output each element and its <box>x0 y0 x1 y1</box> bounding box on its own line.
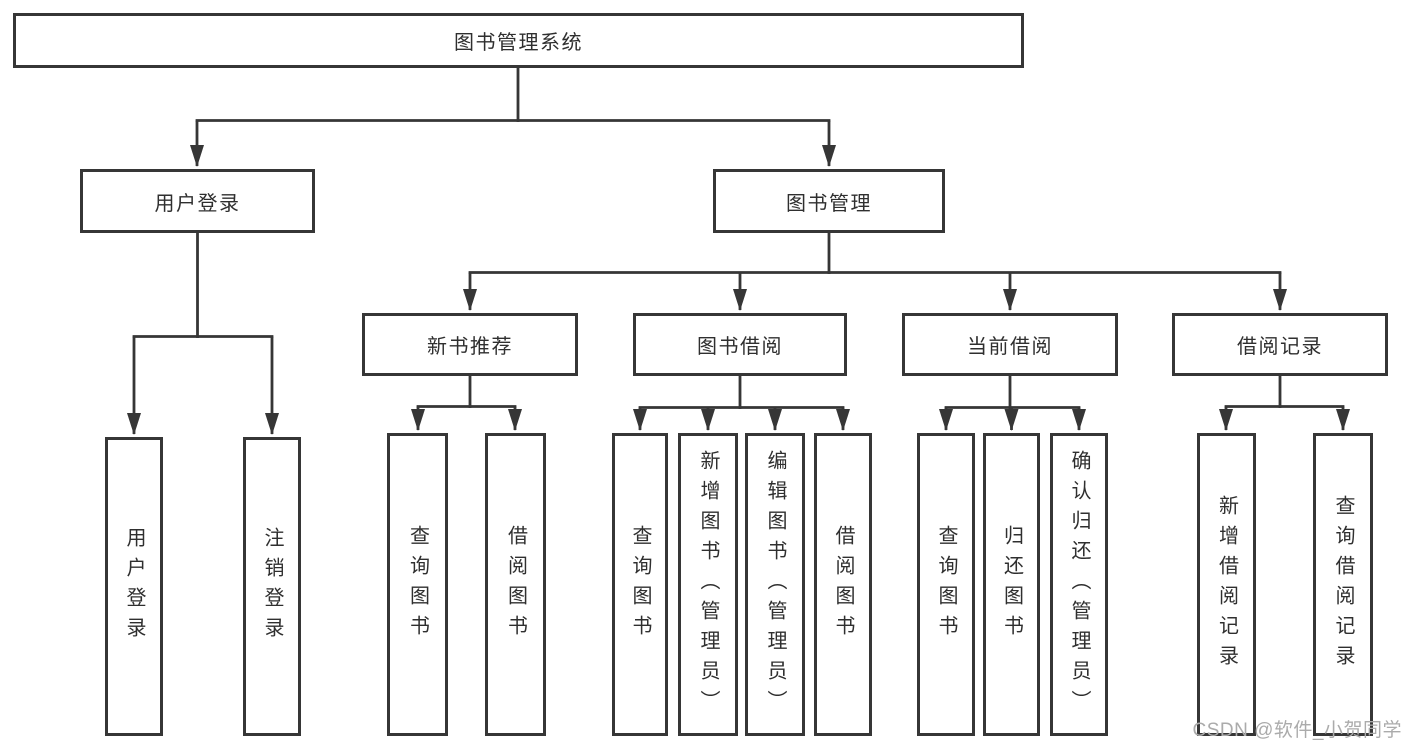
leaf-record-add-borrow-record: 新增借阅记录 <box>1197 433 1256 736</box>
leaf-borrow-borrow-books: 借阅图书 <box>814 433 872 736</box>
leaf-current-query-books: 查询图书 <box>917 433 975 736</box>
leaf-borrow-add-books-admin-label: 新增图书（管理员） <box>697 449 719 720</box>
leaf-user-login: 用户登录 <box>105 437 163 736</box>
leaf-borrow-query-books-label: 查询图书 <box>629 524 651 645</box>
node-book-management: 图书管理 <box>713 169 945 233</box>
leaf-newbook-query-books-label: 查询图书 <box>406 524 429 645</box>
leaf-current-confirm-return-admin: 确认归还（管理员） <box>1050 433 1108 736</box>
leaf-logout-label: 注销登录 <box>261 526 283 647</box>
node-user-login: 用户登录 <box>80 169 315 233</box>
leaf-current-return-books-label: 归还图书 <box>1000 524 1023 645</box>
leaf-record-query-borrow-record: 查询借阅记录 <box>1313 433 1373 736</box>
connector-rails <box>132 68 1345 409</box>
leaf-current-query-books-label: 查询图书 <box>935 524 957 645</box>
leaf-borrow-edit-books-admin: 编辑图书（管理员） <box>745 433 805 736</box>
leaf-newbook-query-books: 查询图书 <box>387 433 448 736</box>
leaf-current-return-books: 归还图书 <box>983 433 1040 736</box>
leaf-record-query-borrow-record-label: 查询借阅记录 <box>1332 494 1354 675</box>
leaf-record-add-borrow-record-label: 新增借阅记录 <box>1215 494 1238 675</box>
leaf-borrow-add-books-admin: 新增图书（管理员） <box>678 433 738 736</box>
connector-arrows <box>127 120 1350 435</box>
node-book-borrow: 图书借阅 <box>633 313 847 376</box>
leaf-newbook-borrow-books: 借阅图书 <box>485 433 546 736</box>
node-book-borrow-label: 图书借阅 <box>697 336 783 358</box>
node-borrow-record: 借阅记录 <box>1172 313 1388 376</box>
leaf-borrow-edit-books-admin-label: 编辑图书（管理员） <box>764 449 786 720</box>
csdn-watermark: CSDN @软件_小贺同学 <box>1192 720 1402 741</box>
leaf-borrow-query-books: 查询图书 <box>612 433 668 736</box>
leaf-user-login-label: 用户登录 <box>123 526 145 647</box>
node-root-label: 图书管理系统 <box>454 32 583 54</box>
node-root-system: 图书管理系统 <box>13 13 1024 68</box>
node-user-login-label: 用户登录 <box>154 192 241 215</box>
node-borrow-record-label: 借阅记录 <box>1237 336 1323 358</box>
leaf-newbook-borrow-books-label: 借阅图书 <box>504 524 527 645</box>
leaf-current-confirm-return-admin-label: 确认归还（管理员） <box>1068 449 1090 720</box>
node-book-management-label: 图书管理 <box>786 192 872 215</box>
leaf-borrow-borrow-books-label: 借阅图书 <box>832 524 854 645</box>
leaf-logout: 注销登录 <box>243 437 301 736</box>
node-new-book-recommend: 新书推荐 <box>362 313 578 376</box>
node-current-borrow-label: 当前借阅 <box>967 336 1053 358</box>
node-new-book-recommend-label: 新书推荐 <box>427 336 513 358</box>
node-current-borrow: 当前借阅 <box>902 313 1118 376</box>
